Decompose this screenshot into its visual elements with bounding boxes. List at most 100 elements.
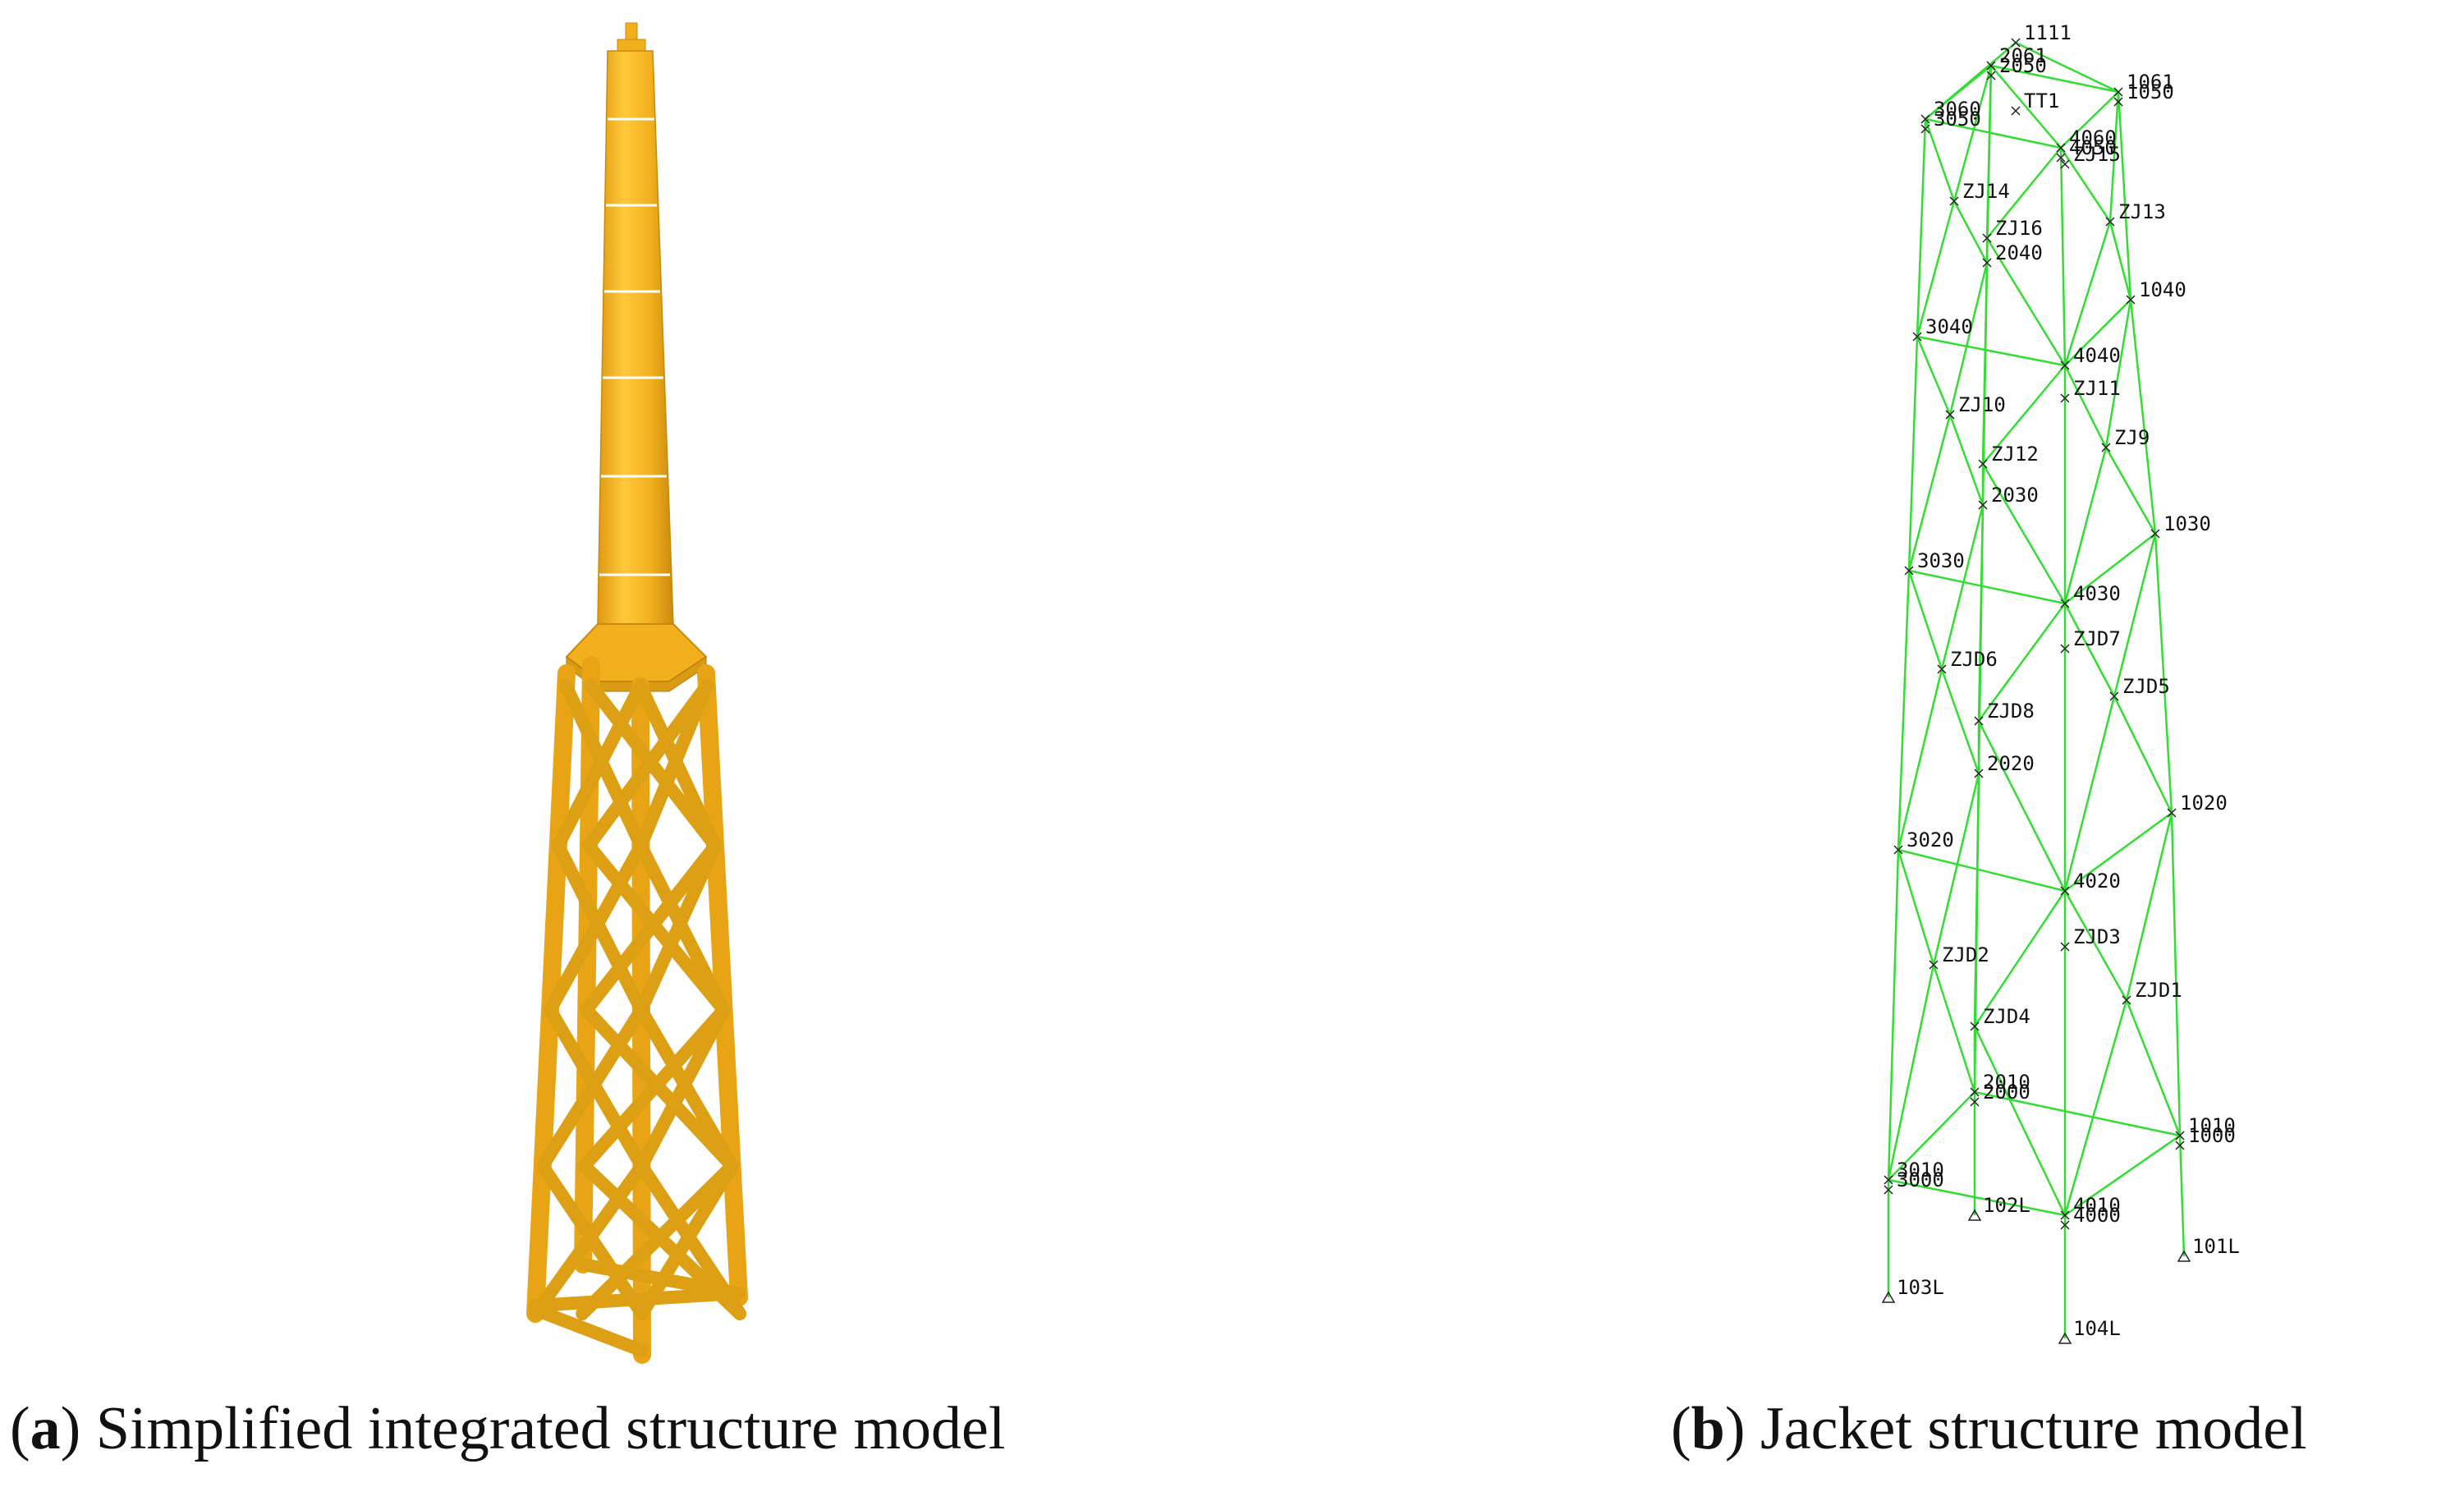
support-marker [1967,1209,1982,1221]
jacket-member [1977,720,2067,892]
jacket-member [1925,117,2062,149]
node-label: ZJD3 [2073,925,2121,948]
jacket-member [2064,299,2131,366]
node-label: ZJD4 [1983,1005,2030,1028]
jacket-node: ZJD8 [1974,700,2035,726]
caption-a: (a) Simplified integrated structure mode… [10,1395,1006,1462]
jacket-node: TT1 [2011,89,2059,116]
node-marker [2113,97,2123,107]
node-marker [1978,459,1988,469]
node-label: TT1 [2024,89,2059,112]
node-label: ZJD5 [2122,675,2170,698]
node-label: ZJ10 [1958,393,2006,416]
node-label: 2010 [1983,1071,2030,1094]
jacket-member [1940,504,1985,670]
node-label: ZJD1 [2135,979,2182,1002]
jacket-member [1932,773,1980,966]
jacket-member [2154,533,2173,814]
jacket-node: 3010 [1884,1159,1944,1185]
node-label: 104L [2073,1317,2121,1340]
jacket-node: 102L [1967,1194,2030,1221]
node-marker [2109,691,2119,701]
jacket-member [2064,811,2173,893]
node-marker [1949,196,1959,206]
jacket-member [1897,849,1935,966]
jacket-member [1916,200,1956,337]
jacket-member [2063,695,2116,892]
node-label: 4020 [2073,870,2121,893]
node-marker [1982,233,1992,243]
x-brace [529,1159,649,1320]
node-label: 4050 [2069,136,2117,159]
jacket-node: ZJ16 [1982,217,2043,243]
node-marker [1920,124,1930,134]
node-marker [2011,106,2021,116]
node-marker [2060,360,2070,370]
jacket-node: 1000 [2175,1124,2236,1150]
node-marker [2175,1140,2185,1150]
jacket-member [2060,91,2119,149]
node-label: 3030 [1917,549,1965,572]
node-marker [1884,1185,1893,1195]
wireframe-members [1887,41,2186,1338]
jacket-node: 1010 [2175,1114,2236,1140]
node-marker [2105,217,2115,227]
jacket-member [2063,365,2108,448]
jacket-member [1948,262,1989,415]
node-marker [1945,410,1955,420]
jacket-member [1887,849,1900,1181]
jacket-member [2117,91,2132,301]
node-marker [1986,71,1996,80]
jacket-member [1916,336,1952,415]
tower-section-seams [599,117,670,576]
jacket-member [2064,1134,2181,1217]
node-marker [1937,664,1947,674]
support-marker [1881,1291,1896,1303]
node-marker [1884,1175,1893,1185]
jacket-node: ZJ11 [2060,377,2121,403]
leg-front-right [697,664,748,1306]
jacket-member [1973,1026,2067,1216]
node-marker [2150,529,2160,539]
integrated-structure-model-image [460,0,854,1379]
jacket-node: 3050 [1920,108,1981,134]
node-marker [2101,443,2111,452]
jacket-member [1897,848,2066,893]
jacket-member [2170,812,2182,1136]
jacket-node: 4050 [2056,136,2117,163]
jacket-member [2059,147,2067,366]
support-marker [2177,1250,2191,1262]
jacket-member [1990,64,2119,94]
jacket-member [2113,695,2173,814]
jacket-member [1952,65,1993,202]
jacket-member [1974,1090,2181,1137]
tower-top-flange [617,39,646,52]
node-marker [2060,599,2070,608]
jacket-node: ZJD6 [1937,648,1998,674]
node-marker [1920,114,1930,124]
node-label: 3050 [1934,108,1981,131]
jacket-member [1982,365,2066,465]
jacket-node: ZJD3 [2060,925,2121,952]
node-label: 101L [2192,1235,2240,1258]
jacket-node: ZJ10 [1945,393,2006,420]
node-label: 1030 [2163,512,2211,535]
node-marker [2113,87,2123,97]
jacket-node: 1040 [2126,278,2186,305]
node-label: ZJD2 [1942,943,1989,966]
node-label: 4030 [2073,582,2121,605]
node-label: 3000 [1897,1168,1944,1191]
node-label: ZJ13 [2118,200,2166,223]
jacket-member [1907,570,1943,670]
jacket-node: ZJD2 [1929,943,1989,970]
jacket-member [2108,91,2120,223]
jacket-node: 4060 [2056,126,2117,153]
jacket-member [1985,65,1993,239]
node-marker [1982,258,1992,268]
node-marker [2011,38,2021,48]
jacket-member [1897,570,1911,851]
jacket-node: 1030 [2150,512,2211,539]
jacket-member [1977,504,1985,722]
base-frame [529,1287,746,1312]
node-label: 3060 [1934,98,1981,121]
